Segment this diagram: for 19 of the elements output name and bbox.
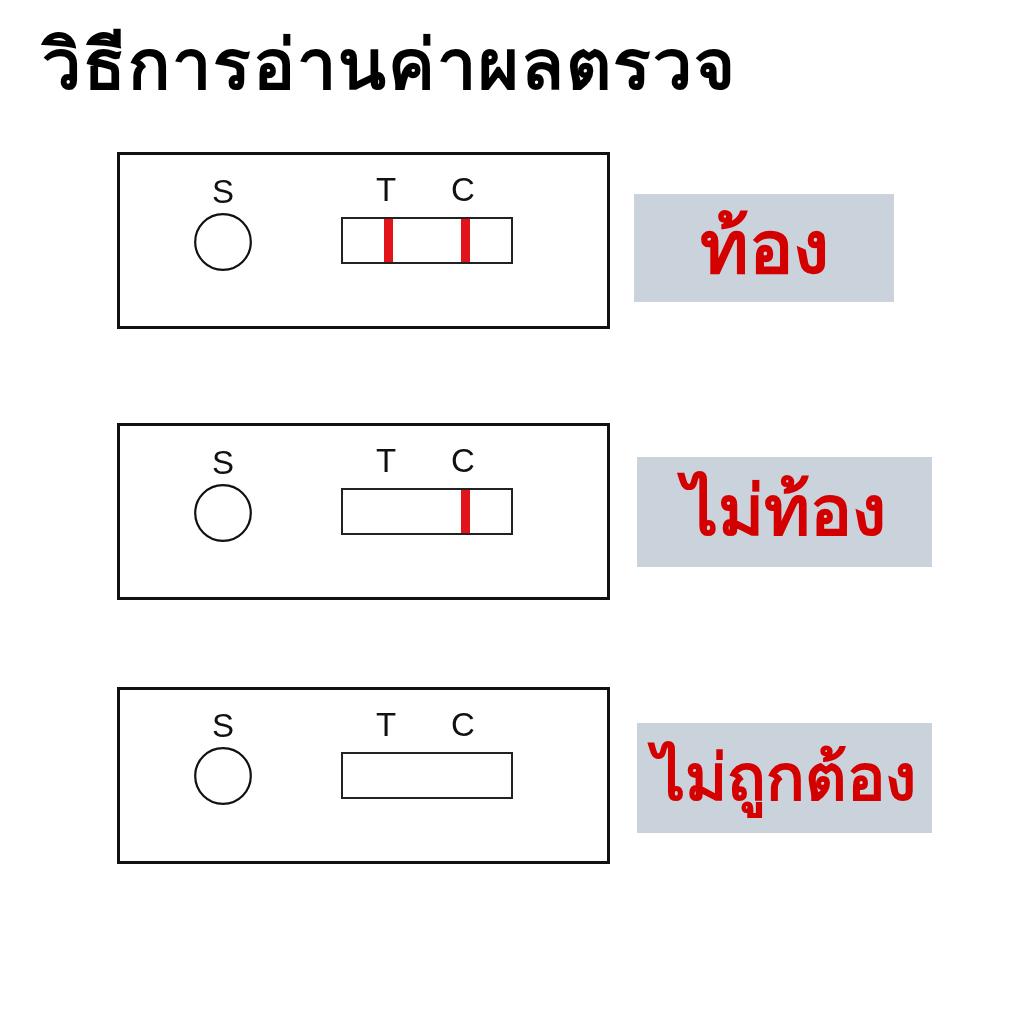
line-label: T (375, 173, 397, 206)
result-panel (637, 457, 932, 567)
test-cassette (117, 423, 610, 600)
well-label: S (212, 446, 234, 479)
well-label: S (212, 175, 234, 208)
result-panel (634, 194, 894, 302)
line-label: C (451, 444, 475, 477)
line-label: T (375, 708, 397, 741)
well-label: S (212, 709, 234, 742)
line-label: C (451, 708, 475, 741)
line-label: T (375, 444, 397, 477)
result-panel (637, 723, 932, 833)
test-cassette (117, 152, 610, 329)
result-text: ไม่ท้อง (671, 461, 898, 563)
line-label: C (451, 173, 475, 206)
test-cassette (117, 687, 610, 864)
page-title: วิธีการอ่านค่าผลตรวจ (40, 23, 738, 108)
result-text: ท้อง (698, 203, 830, 293)
result-text: ไม่ถูกต้อง (641, 731, 928, 825)
